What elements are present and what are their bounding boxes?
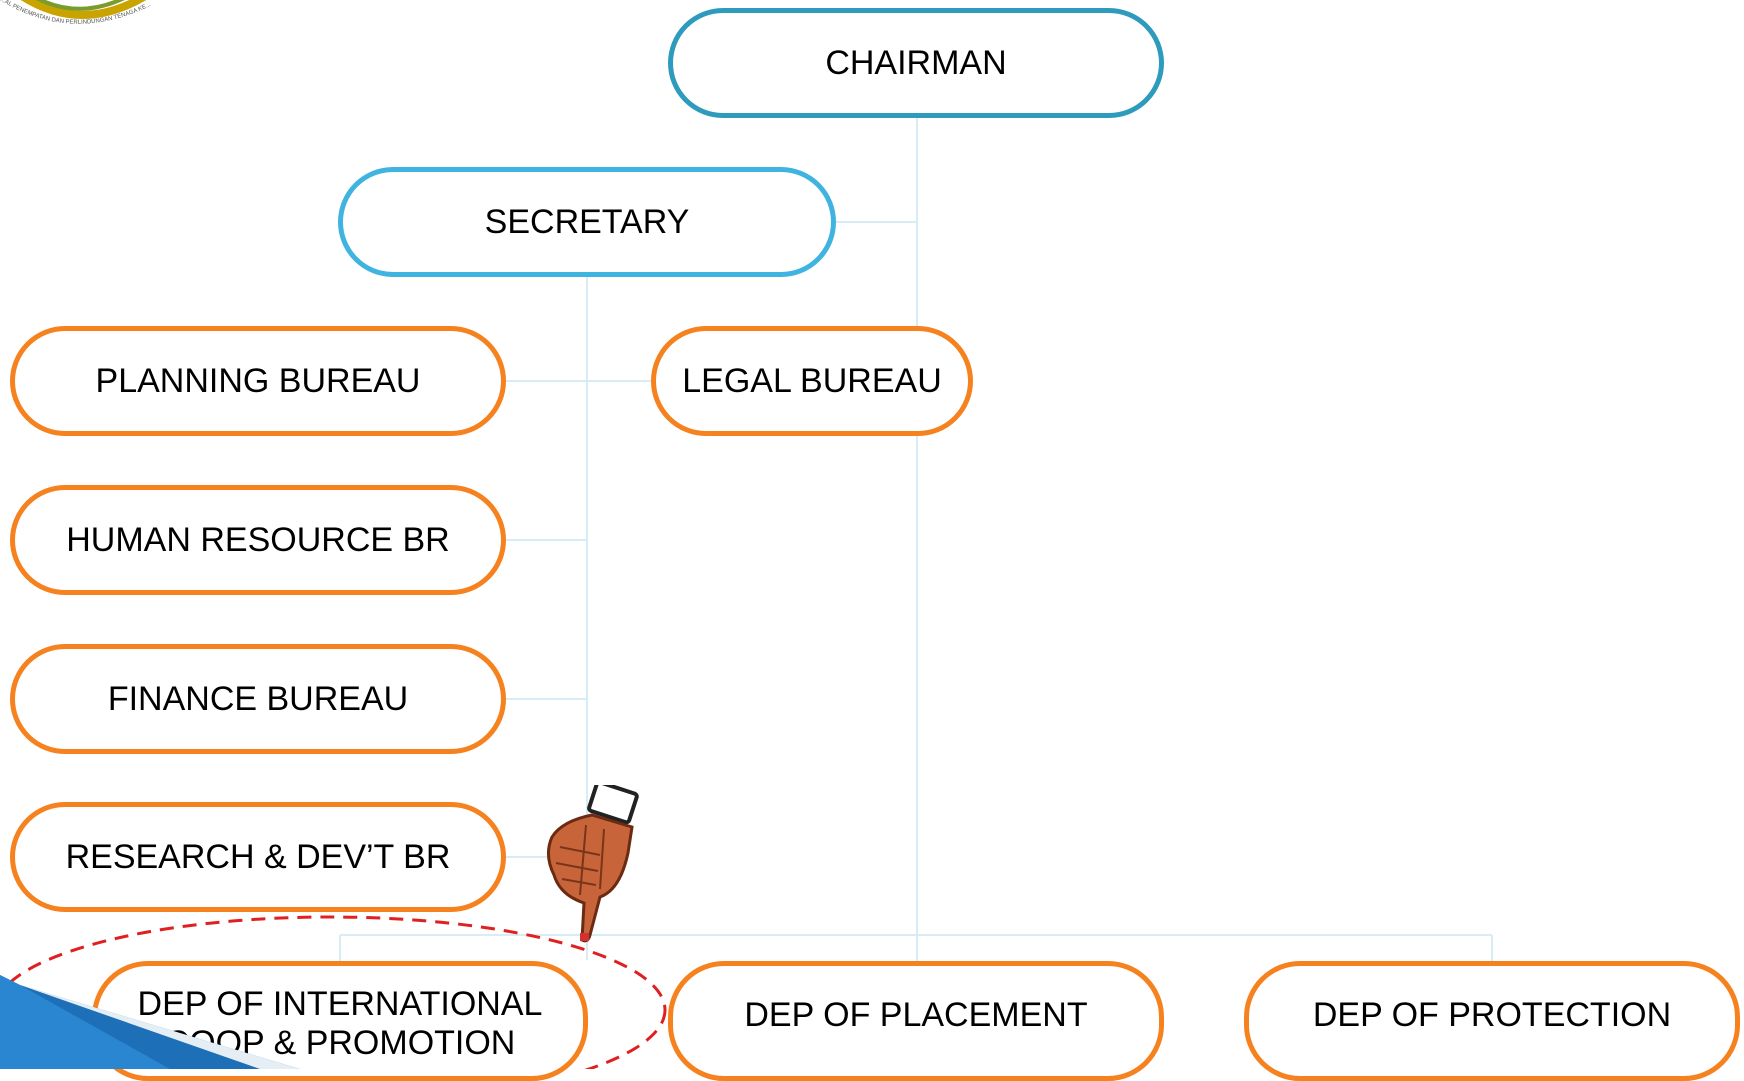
protection-node[interactable]: DEP OF PROTECTION bbox=[1244, 961, 1740, 1081]
pointing-hand-icon bbox=[547, 785, 639, 943]
placement-label: DEP OF PLACEMENT bbox=[744, 995, 1088, 1034]
research-dev-label: RESEARCH & DEV’T BR bbox=[65, 837, 451, 876]
legal-bureau-label: LEGAL BUREAU bbox=[682, 361, 942, 400]
research-dev-node[interactable]: RESEARCH & DEV’T BR bbox=[10, 802, 506, 912]
finance-bureau-node[interactable]: FINANCE BUREAU bbox=[10, 644, 506, 754]
placement-node[interactable]: DEP OF PLACEMENT bbox=[668, 961, 1164, 1081]
highlight-ring bbox=[0, 915, 667, 1069]
intl-label-line1: DEP OF INTERNATIONAL bbox=[137, 984, 543, 1023]
corner-arrow-decoration bbox=[0, 975, 300, 1069]
finance-bureau-label: FINANCE BUREAU bbox=[107, 679, 409, 718]
chairman-node[interactable]: CHAIRMAN bbox=[668, 8, 1164, 118]
human-resource-node[interactable]: HUMAN RESOURCE BR bbox=[10, 485, 506, 595]
protection-label: DEP OF PROTECTION bbox=[1312, 995, 1672, 1034]
agency-logo-icon: ...AL PENEMPATAN DAN PERLINDUNGAN TENAGA… bbox=[0, 0, 152, 26]
legal-bureau-node[interactable]: LEGAL BUREAU bbox=[651, 326, 973, 436]
secretary-label: SECRETARY bbox=[484, 202, 690, 241]
human-resource-label: HUMAN RESOURCE BR bbox=[66, 520, 450, 559]
planning-bureau-label: PLANNING BUREAU bbox=[95, 361, 421, 400]
chairman-label: CHAIRMAN bbox=[825, 43, 1007, 82]
planning-bureau-node[interactable]: PLANNING BUREAU bbox=[10, 326, 506, 436]
secretary-node[interactable]: SECRETARY bbox=[338, 167, 836, 277]
